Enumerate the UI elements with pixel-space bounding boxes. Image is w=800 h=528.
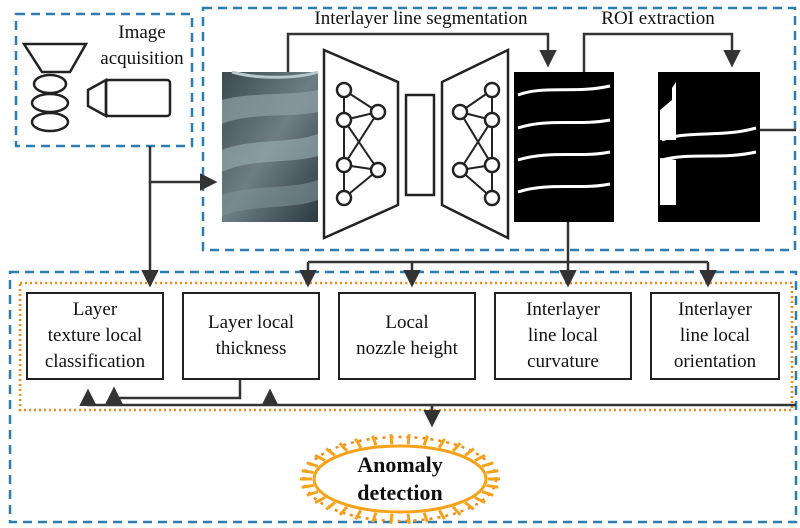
line-curvature-box: Interlayer line local curvature	[494, 292, 632, 380]
anomaly-spike	[306, 461, 319, 468]
anomaly-spike	[451, 442, 462, 453]
anomaly-spike	[301, 483, 314, 489]
anomaly-spike	[422, 435, 429, 446]
anomaly-spike	[371, 435, 378, 446]
layer-thickness-label: Layer local thickness	[208, 312, 294, 359]
roi-extraction-label: ROI extraction	[601, 8, 715, 29]
anomaly-spike	[486, 483, 499, 489]
analysis-region	[8, 270, 798, 524]
anomaly-spike	[314, 496, 326, 505]
anomaly-spike	[325, 447, 336, 457]
anomaly-spike	[389, 513, 394, 524]
anomaly-spike	[422, 512, 429, 523]
anomaly-spike	[354, 509, 363, 521]
segmentation-mask	[514, 72, 614, 222]
anomaly-spike	[338, 505, 349, 516]
interlayer-segmentation-label: Interlayer line segmentation	[314, 8, 528, 29]
anomaly-spike	[437, 437, 446, 449]
image-acquisition-label: Image acquisition	[100, 22, 184, 69]
nozzle-height-label: Local nozzle height	[356, 312, 458, 359]
anomaly-spike	[389, 434, 394, 445]
nozzle-icon	[21, 42, 89, 133]
anomaly-spike	[371, 512, 378, 523]
texture-classification-box: Layer texture local classification	[26, 292, 164, 380]
line-curvature-label: Interlayer line local curvature	[526, 299, 600, 372]
anomaly-spike	[338, 442, 349, 453]
line-orientation-label: Interlayer line local orientation	[673, 299, 757, 372]
anomaly-spike	[314, 453, 326, 462]
anomaly-spike	[481, 490, 494, 497]
anomaly-spike	[451, 505, 462, 516]
nozzle-height-box: Local nozzle height	[338, 292, 476, 380]
anomaly-spike	[464, 447, 475, 457]
anomaly-spike	[354, 437, 363, 449]
anomaly-spike	[437, 509, 446, 521]
roi-mask	[658, 72, 760, 222]
anomaly-spike	[464, 501, 475, 511]
anomaly-spike	[486, 469, 499, 475]
anomaly-spike	[406, 434, 411, 445]
anomaly-spike	[481, 461, 494, 468]
line-orientation-box: Interlayer line local orientation	[650, 292, 780, 380]
anomaly-detection: Anomaly detection	[312, 444, 488, 514]
anomaly-spike	[301, 469, 314, 475]
anomaly-spike	[406, 513, 411, 524]
layer-thickness-box: Layer local thickness	[182, 292, 320, 380]
anomaly-spike	[474, 496, 486, 505]
anomaly-burst	[302, 435, 498, 523]
acquisition-region	[14, 12, 194, 148]
anomaly-spikes	[300, 434, 500, 524]
anomaly-spike	[325, 501, 336, 511]
texture-classification-label: Layer texture local classification	[44, 299, 146, 372]
anomaly-spike	[306, 490, 319, 497]
camera-icon	[86, 77, 172, 119]
anomaly-detection-label: Anomaly detection	[357, 452, 443, 505]
encoder-decoder-network-icon	[322, 48, 510, 241]
anomaly-spike	[474, 453, 486, 462]
layer-photo	[222, 70, 319, 222]
